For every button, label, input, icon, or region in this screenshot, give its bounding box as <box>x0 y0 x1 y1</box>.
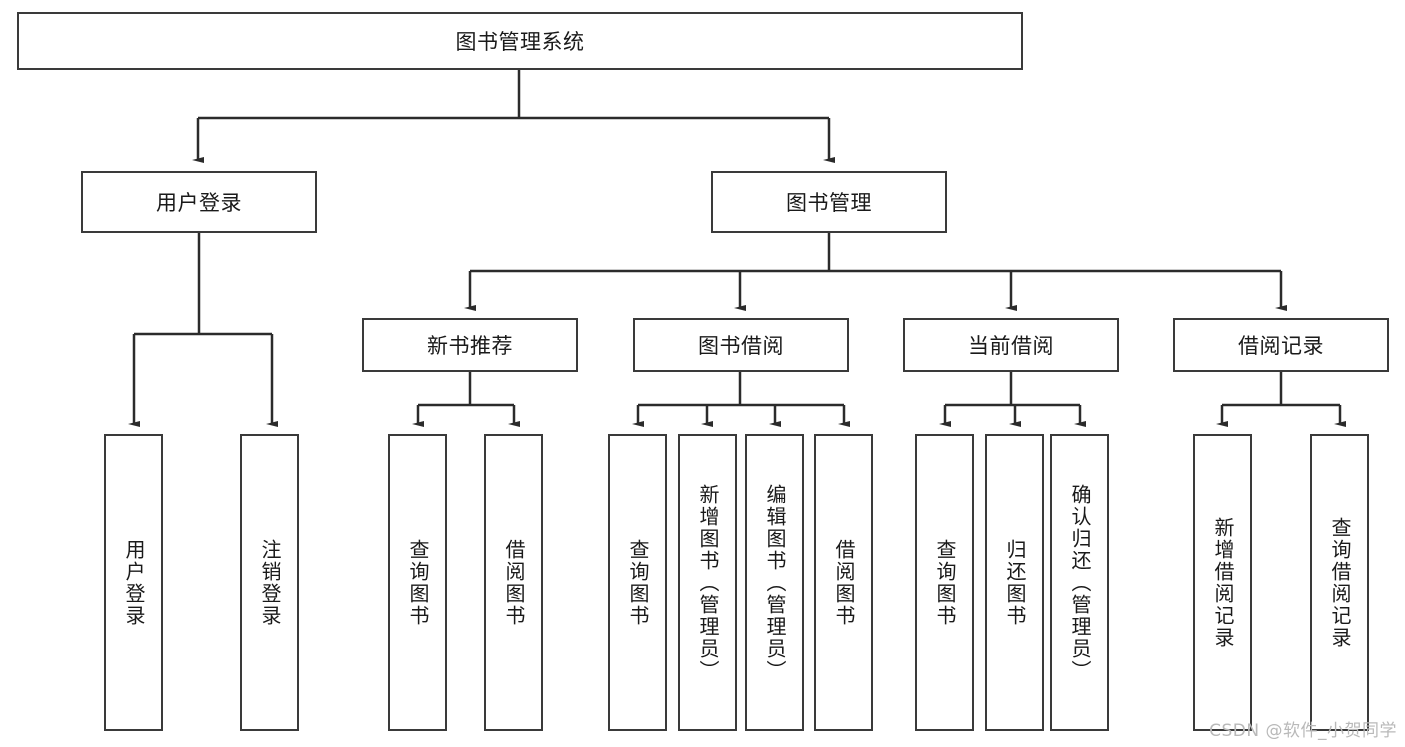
node-label: 查询图书 <box>626 538 650 627</box>
node-label: 用户登录 <box>156 191 242 215</box>
node-label: 借阅记录 <box>1238 334 1324 358</box>
leaf-current-borrow-confirm-return[interactable]: 确认归还（管理员） <box>1050 434 1109 731</box>
node-new-book-recommend[interactable]: 新书推荐 <box>362 318 578 372</box>
node-label: 归还图书 <box>1003 538 1027 627</box>
leaf-user-login-logout[interactable]: 注销登录 <box>240 434 299 731</box>
node-book-borrow[interactable]: 图书借阅 <box>633 318 849 372</box>
node-label: 新书推荐 <box>427 334 513 358</box>
node-user-login[interactable]: 用户登录 <box>81 171 317 233</box>
node-borrow-record[interactable]: 借阅记录 <box>1173 318 1389 372</box>
node-label: 借阅图书 <box>832 538 856 627</box>
leaf-user-login-login[interactable]: 用户登录 <box>104 434 163 731</box>
node-label: 图书管理 <box>786 191 872 215</box>
node-book-management[interactable]: 图书管理 <box>711 171 947 233</box>
node-label: 注销登录 <box>258 538 282 627</box>
leaf-book-borrow-borrow[interactable]: 借阅图书 <box>814 434 873 731</box>
node-label: 查询图书 <box>933 538 957 627</box>
leaf-book-borrow-query[interactable]: 查询图书 <box>608 434 667 731</box>
node-label: 新增图书（管理员） <box>696 483 720 682</box>
node-label: 当前借阅 <box>968 334 1054 358</box>
node-label: 图书借阅 <box>698 334 784 358</box>
leaf-current-borrow-return[interactable]: 归还图书 <box>985 434 1044 731</box>
leaf-book-borrow-edit[interactable]: 编辑图书（管理员） <box>745 434 804 731</box>
node-label: 编辑图书（管理员） <box>763 483 787 682</box>
leaf-borrow-record-query[interactable]: 查询借阅记录 <box>1310 434 1369 731</box>
leaf-book-borrow-add[interactable]: 新增图书（管理员） <box>678 434 737 731</box>
node-label: 借阅图书 <box>502 538 526 627</box>
node-current-borrow[interactable]: 当前借阅 <box>903 318 1119 372</box>
node-label: 查询借阅记录 <box>1328 516 1352 649</box>
node-root-book-management-system[interactable]: 图书管理系统 <box>17 12 1023 70</box>
leaf-new-book-borrow[interactable]: 借阅图书 <box>484 434 543 731</box>
node-label: 用户登录 <box>122 538 146 627</box>
node-label: 新增借阅记录 <box>1211 516 1235 649</box>
leaf-current-borrow-query[interactable]: 查询图书 <box>915 434 974 731</box>
leaf-borrow-record-add[interactable]: 新增借阅记录 <box>1193 434 1252 731</box>
node-label: 确认归还（管理员） <box>1068 483 1092 682</box>
node-label: 图书管理系统 <box>455 30 585 54</box>
node-label: 查询图书 <box>406 538 430 627</box>
leaf-new-book-query[interactable]: 查询图书 <box>388 434 447 731</box>
